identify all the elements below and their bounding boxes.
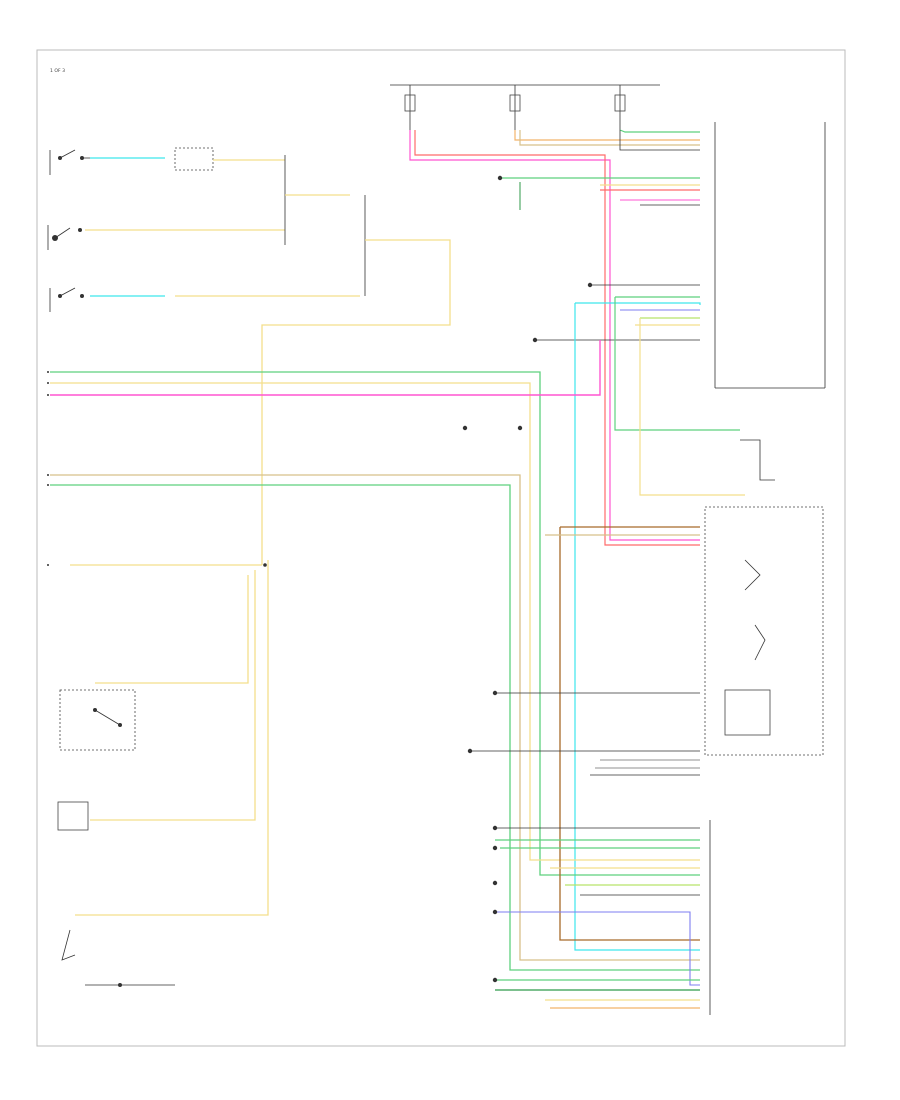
small-module bbox=[57, 801, 89, 831]
ignition-switch bbox=[59, 689, 136, 751]
diagram-frame bbox=[36, 49, 846, 1047]
bottom-sensor bbox=[61, 929, 175, 987]
switch-left-bot bbox=[49, 287, 84, 312]
wire-yellow-trunk bbox=[70, 239, 451, 916]
cluster-box bbox=[704, 506, 824, 756]
cluster-assembly bbox=[704, 506, 824, 756]
fuse-2 bbox=[509, 94, 521, 112]
wire-horizontal-bus bbox=[50, 340, 700, 971]
wire-bundle-top bbox=[409, 129, 700, 546]
fuse-bus bbox=[390, 84, 660, 130]
wire-bundle-mid bbox=[535, 284, 745, 951]
lower-connector bbox=[495, 820, 711, 1015]
ecm-upper-block bbox=[714, 122, 826, 389]
fuse-3 bbox=[614, 94, 626, 112]
left-markers bbox=[47, 371, 267, 567]
fuse-1 bbox=[404, 94, 416, 112]
wire-left-top bbox=[85, 147, 366, 297]
switch-left-top bbox=[49, 149, 90, 175]
right-sensor bbox=[740, 439, 775, 481]
wire-cluster-inputs bbox=[470, 526, 700, 941]
header-tag: 1 OF 3 bbox=[50, 68, 65, 74]
connector-dots bbox=[462, 175, 593, 983]
switch-left-mid bbox=[47, 225, 82, 250]
